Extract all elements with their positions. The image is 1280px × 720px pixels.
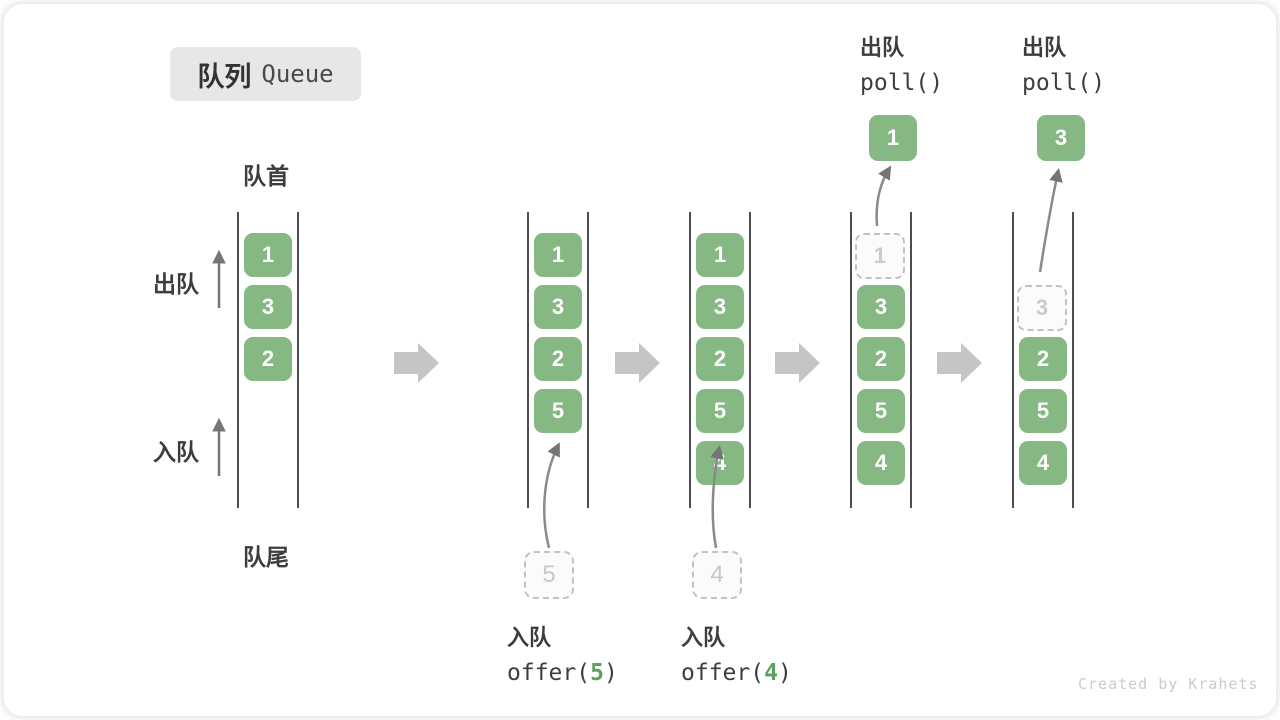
queue-item: 5 <box>857 389 905 433</box>
queue-state-3: 1 3 2 5 4 <box>689 212 751 508</box>
title-zh: 队列 <box>197 61 252 92</box>
queue-item: 1 <box>534 233 582 277</box>
queue-item: 3 <box>244 285 292 329</box>
op-label-zh: 出队 <box>860 35 905 60</box>
queue-state-1: 1 3 2 <box>237 212 299 508</box>
queue-item: 2 <box>857 337 905 381</box>
polled-item: 1 <box>869 115 917 161</box>
queue-item: 4 <box>1019 441 1067 485</box>
label-queue-front: 队首 <box>243 163 289 189</box>
queue-wall <box>527 212 529 508</box>
op-code: poll() <box>860 70 944 96</box>
queue-wall <box>910 212 912 508</box>
queue-state-2: 1 3 2 5 <box>527 212 589 508</box>
queue-item: 2 <box>244 337 292 381</box>
polled-item: 3 <box>1037 115 1085 161</box>
queue-item: 2 <box>534 337 582 381</box>
watermark: Created by Krahets <box>1078 675 1259 693</box>
queue-state-5: 3 2 5 4 <box>1012 212 1074 508</box>
queue-item: 5 <box>1019 389 1067 433</box>
queue-wall <box>297 212 299 508</box>
op-code: poll() <box>1022 70 1106 96</box>
queue-item: 2 <box>1019 337 1067 381</box>
label-dequeue: 出队 <box>153 271 199 297</box>
queue-item: 4 <box>696 441 744 485</box>
queue-item: 5 <box>534 389 582 433</box>
queue-wall <box>1012 212 1014 508</box>
queue-item: 3 <box>857 285 905 329</box>
queue-item: 1 <box>696 233 744 277</box>
diagram-card <box>4 4 1276 716</box>
label-enqueue: 入队 <box>153 439 199 465</box>
queue-item: 1 <box>244 233 292 277</box>
queue-wall <box>587 212 589 508</box>
op-enqueue-4: 入队 offer(4) <box>681 620 792 686</box>
queue-wall <box>1072 212 1074 508</box>
label-queue-rear: 队尾 <box>243 544 289 570</box>
op-poll-1: 出队 poll() <box>860 30 943 96</box>
op-code: offer(4) <box>681 660 792 686</box>
op-code: offer(5) <box>507 660 618 686</box>
incoming-item-ghost: 4 <box>692 551 742 599</box>
queue-wall <box>689 212 691 508</box>
queue-item: 2 <box>696 337 744 381</box>
op-label-zh: 出队 <box>1022 35 1067 60</box>
op-enqueue-5: 入队 offer(5) <box>507 620 618 686</box>
op-label-zh: 入队 <box>507 625 552 650</box>
diagram-title: 队列 Queue <box>170 47 361 101</box>
queue-state-4: 1 3 2 5 4 <box>850 212 912 508</box>
queue-item: 5 <box>696 389 744 433</box>
queue-item: 4 <box>857 441 905 485</box>
queue-item: 3 <box>696 285 744 329</box>
removed-item-ghost: 1 <box>855 233 905 279</box>
op-label-zh: 入队 <box>681 625 726 650</box>
op-poll-2: 出队 poll() <box>1022 30 1105 96</box>
removed-item-ghost: 3 <box>1017 285 1067 331</box>
title-en: Queue <box>261 60 334 88</box>
queue-wall <box>237 212 239 508</box>
queue-wall <box>850 212 852 508</box>
queue-wall <box>749 212 751 508</box>
queue-item: 3 <box>534 285 582 329</box>
incoming-item-ghost: 5 <box>524 551 574 599</box>
